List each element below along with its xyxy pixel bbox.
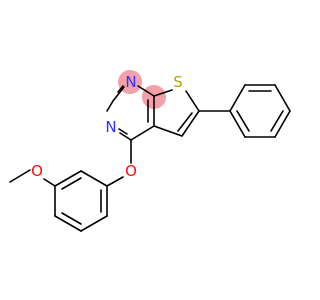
bond-ph3-ph4 [274,84,291,112]
bond-ar2-ar3 [80,215,108,232]
bond-ar5-ar6-inner [61,177,82,190]
bond-ar3-ar4-inner [61,212,82,225]
atom-label-o-methoxy: O [31,162,43,180]
bond-ome-ch3 [9,169,31,183]
bond-c3a-c4 [130,125,155,141]
bond-c2-n1 [117,85,124,93]
bond-ar6-ar1 [80,170,108,187]
bond-ar3-ar4 [54,215,82,232]
atom-label-n-upper: N [125,73,136,91]
bond-ph1-ph2 [229,84,246,112]
bond-ar5-ar6 [54,170,82,187]
bond-ph6-ph1 [229,110,246,138]
bond-n3-c2 [106,100,114,112]
bond-n1-c7a [137,85,155,97]
bond-c5-c3a [153,125,183,137]
bond-c4-n3-inner [118,128,128,135]
bond-c6-c5-inner [177,112,193,132]
atom-label-o-ether: O [125,162,137,180]
bond-o-ar1 [106,176,124,187]
bond-ar5-ome [43,178,56,187]
molecule-structure-diagram: N N S O O [9,70,291,232]
bond-c6-c5 [181,110,200,137]
bonds [9,84,291,232]
bond-ph4-ph5 [274,110,291,138]
bond-c7a-s [153,89,173,97]
bond-ph6-ph1-inner [236,110,250,132]
bond-c2-n1-inner [112,86,125,102]
bond-ph4-ph5-inner [270,110,284,132]
bond-c4-n3 [119,132,132,141]
atom-label-n-lower: N [105,118,116,136]
bond-s-c6 [185,90,200,112]
atom-label-s-ring: S [173,73,183,91]
